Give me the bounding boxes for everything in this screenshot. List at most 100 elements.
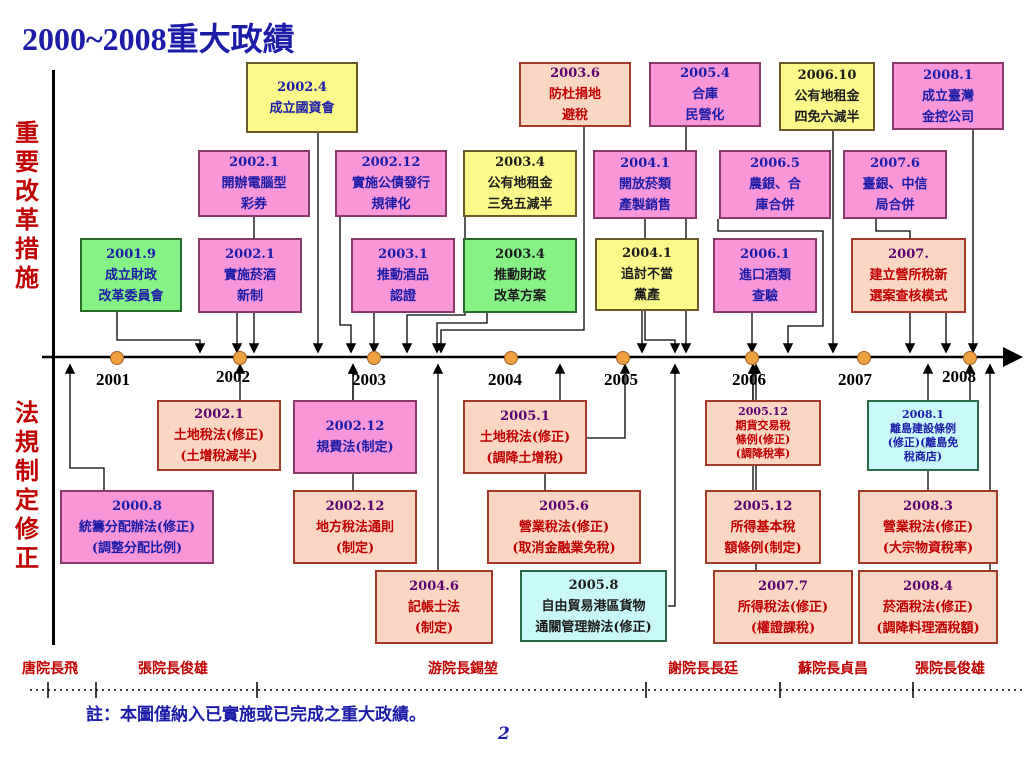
- year-label-2006: 2006: [732, 370, 766, 389]
- event-text: 金控公司: [921, 109, 974, 125]
- event-date: 2007.: [888, 247, 929, 262]
- event-date: 2002.4: [277, 79, 327, 95]
- event-text: 離島建設條例: [890, 421, 956, 435]
- event-date: 2006.10: [797, 68, 857, 83]
- law-box-2000-8: 2000.8 統籌分配辦法(修正) (調整分配比例): [60, 490, 214, 564]
- event-date: 2007.7: [758, 578, 808, 594]
- event-date: 2003.1: [378, 247, 428, 262]
- event-date: 2002.1: [194, 407, 244, 422]
- event-date: 2005.6: [539, 498, 589, 514]
- event-date: 2000.8: [112, 498, 162, 514]
- reform-measures-label: 重要改革措施: [15, 118, 39, 292]
- event-text: 通關管理辦法(修正): [535, 619, 652, 635]
- timeline-dot-icon: [745, 351, 759, 365]
- event-text: 認證: [389, 289, 416, 304]
- event-text: 所得稅法(修正): [737, 599, 829, 615]
- event-date: 2002.12: [325, 419, 385, 434]
- event-text: 成立財政: [104, 267, 157, 283]
- event-text: 黨產: [633, 288, 660, 303]
- regulation-label: 法規制定修正: [15, 398, 39, 572]
- event-text: (調降料理酒稅額): [876, 620, 980, 636]
- event-text: (取消金融業免稅): [512, 540, 616, 556]
- event-text: 條例(修正): [735, 433, 791, 446]
- event-text: 稅商店): [903, 449, 943, 463]
- event-text: 選案查核模式: [869, 289, 948, 304]
- event-text: 菸酒稅法(修正): [882, 599, 974, 615]
- event-text: 記帳士法: [407, 599, 460, 615]
- event-text: (土增稅減半): [180, 449, 258, 464]
- premier-label: 游院長錫堃: [428, 661, 498, 677]
- event-text: 所得基本稅: [730, 519, 796, 535]
- event-text: 成立臺灣: [921, 88, 974, 104]
- law-box-2008-4: 2008.4 菸酒稅法(修正) (調降料理酒稅額): [858, 570, 998, 644]
- event-text: (調整分配比例): [91, 540, 183, 556]
- event-text: 彩券: [240, 197, 267, 212]
- event-date: 2002.12: [361, 155, 421, 170]
- reform-box-2008-1: 2008.1 成立臺灣金控公司: [892, 62, 1004, 130]
- event-text: 自由貿易港區貨物: [541, 598, 646, 614]
- event-date: 2005.12: [733, 498, 793, 514]
- timeline-dot-icon: [616, 351, 630, 365]
- event-date: 2006.1: [740, 247, 790, 262]
- event-date: 2005.12: [738, 405, 788, 418]
- event-text: (調降土增稅): [486, 450, 564, 466]
- event-text: (大宗物資稅率): [882, 540, 974, 556]
- event-date: 2003.6: [550, 66, 600, 81]
- premier-label: 蘇院長貞昌: [798, 661, 868, 677]
- year-label-2004: 2004: [488, 370, 522, 389]
- event-text: 期貨交易稅: [735, 419, 791, 432]
- event-text: 實施菸酒: [223, 268, 276, 283]
- event-text: (調降稅率): [735, 447, 791, 460]
- reform-box-2003-6: 2003.6 防杜捐地避稅: [519, 62, 631, 127]
- timeline-dot-icon: [367, 351, 381, 365]
- event-text: 局合併: [875, 198, 915, 213]
- event-date: 2008.1: [901, 407, 945, 421]
- event-text: 實施公債發行: [351, 176, 430, 191]
- page-number: 2: [498, 724, 510, 744]
- event-date: 2008.4: [903, 578, 953, 594]
- event-date: 2004.1: [620, 156, 670, 171]
- event-date: 2003.4: [495, 155, 545, 170]
- timeline-dot-icon: [504, 351, 518, 365]
- event-text: 公有地租金: [487, 176, 553, 191]
- year-label-2001: 2001: [96, 370, 130, 389]
- event-date: 2002.1: [229, 155, 279, 170]
- event-date: 2007.6: [870, 156, 920, 171]
- event-text: 改革委員會: [98, 288, 164, 304]
- event-text: 防杜捐地: [548, 87, 601, 102]
- year-label-2002: 2002: [216, 367, 250, 386]
- event-text: 民營化: [685, 108, 725, 123]
- event-text: 土地稅法(修正): [173, 428, 265, 443]
- event-text: 統籌分配辦法(修正): [78, 519, 196, 535]
- event-date: 2005.1: [500, 408, 550, 424]
- event-date: 2008.1: [923, 67, 973, 83]
- event-text: 產製銷售: [618, 198, 671, 213]
- event-text: 地方稅法通則: [315, 519, 394, 535]
- event-text: 規費法(制定): [316, 440, 394, 455]
- event-text: 建立營所稅新: [869, 268, 948, 283]
- premier-label: 謝院長長廷: [668, 661, 738, 677]
- event-date: 2004.6: [409, 578, 459, 594]
- event-text: 開放菸類: [618, 177, 671, 192]
- event-text: 避稅: [561, 108, 588, 123]
- event-date: 2006.5: [750, 156, 800, 171]
- reform-box-2004-1: 2004.1 開放菸類產製銷售: [593, 150, 697, 219]
- timeline-dot-icon: [963, 351, 977, 365]
- event-text: 庫合併: [755, 198, 795, 213]
